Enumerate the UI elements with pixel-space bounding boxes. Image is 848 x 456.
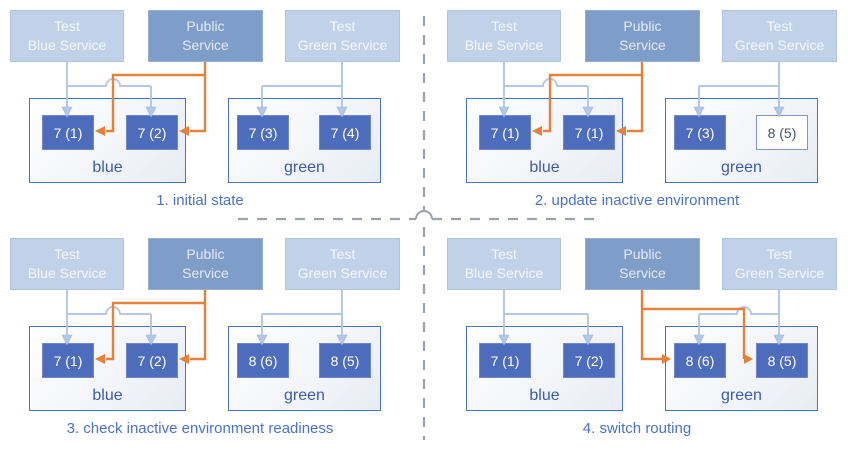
service-label-line: Service [619,37,666,53]
version-node: 7 (3) [674,115,726,150]
version-node: 7 (1) [42,115,94,150]
panel-content: Test Blue Service Public Service Test Gr… [437,228,848,456]
service-label-line: Service [182,37,229,53]
test-green-service-box: Test Green Service [722,238,837,290]
service-label-line: Blue Service [27,265,107,281]
panel-content: Test Blue Service Public Service Test Gr… [0,228,424,456]
green-environment-box: 8 (6) 8 (5) green [665,326,818,411]
environment-label: green [721,159,762,176]
step-caption: 3. check inactive environment readiness [66,420,334,437]
green-environment-box: 7 (3) 8 (5) green [665,98,818,183]
public-service-box: Public Service [148,10,263,62]
test-blue-service-box: Test Blue Service [10,10,124,62]
service-label-line: Public [623,18,662,34]
service-label-line: Public [186,246,225,262]
test-green-service-box: Test Green Service [285,10,400,62]
service-label-line: Service [182,265,229,281]
version-label: 8 (6) [685,352,715,369]
deployment-step-panel-1: Test Blue Service Public Service Test Gr… [0,0,424,228]
green-environment-box: 8 (6) 8 (5) green [228,326,381,411]
service-label-line: Service [619,265,666,281]
test-blue-service-box: Test Blue Service [447,238,561,290]
version-node: 8 (5) [756,115,808,150]
test-blue-service-box: Test Blue Service [447,10,561,62]
version-label: 7 (3) [685,124,715,141]
deployment-step-panel-2: Test Blue Service Public Service Test Gr… [424,0,848,228]
version-label: 7 (1) [53,352,83,369]
service-label-line: Test [54,18,80,34]
service-label-line: Public [623,246,662,262]
public-service-box: Public Service [585,238,700,290]
service-label-line: Test [329,18,356,34]
environment-label: blue [92,159,123,176]
version-label: 7 (1) [490,352,520,369]
panel-content: Test Blue Service Public Service Test Gr… [0,0,424,228]
version-label: 8 (6) [248,352,278,369]
version-node: 7 (4) [319,115,371,150]
version-node: 7 (2) [126,115,178,150]
deployment-step-panel-4: Test Blue Service Public Service Test Gr… [424,228,848,456]
green-environment-box: 7 (3) 7 (4) green [228,98,381,183]
version-node: 7 (1) [563,115,615,150]
test-green-service-box: Test Green Service [285,238,400,290]
version-label: 8 (5) [767,124,797,141]
service-label-line: Blue Service [27,37,107,53]
service-label-line: Green Service [734,37,825,53]
version-label: 7 (2) [137,124,167,141]
public-service-box: Public Service [148,238,263,290]
service-label-line: Test [766,246,793,262]
version-label: 8 (5) [330,352,360,369]
environment-label: green [721,387,762,404]
version-node: 7 (1) [479,343,531,378]
version-node: 7 (1) [479,115,531,150]
version-node: 7 (3) [237,115,289,150]
service-label-line: Test [491,246,517,262]
step-caption: 1. initial state [156,192,244,209]
version-node: 7 (1) [42,343,94,378]
blue-environment-box: 7 (1) 7 (1) blue [466,98,623,183]
version-label: 7 (1) [490,124,520,141]
version-node: 8 (5) [756,343,808,378]
version-label: 7 (3) [248,124,278,141]
blue-environment-box: 7 (1) 7 (2) blue [29,98,186,183]
service-label-line: Green Service [734,265,825,281]
version-label: 7 (2) [137,352,167,369]
service-label-line: Green Service [297,37,388,53]
deployment-step-panel-3: Test Blue Service Public Service Test Gr… [0,228,424,456]
environment-label: green [284,387,325,404]
service-label-line: Blue Service [464,265,544,281]
environment-label: green [284,159,325,176]
environment-label: blue [529,159,560,176]
version-label: 7 (1) [574,124,604,141]
service-label-line: Test [491,18,517,34]
version-node: 8 (6) [237,343,289,378]
test-green-service-box: Test Green Service [722,10,837,62]
blue-environment-box: 7 (1) 7 (2) blue [29,326,186,411]
environment-label: blue [92,387,123,404]
step-caption: 2. update inactive environment [534,192,740,209]
public-service-box: Public Service [585,10,700,62]
version-label: 8 (5) [767,352,797,369]
version-node: 7 (2) [563,343,615,378]
service-label-line: Test [54,246,80,262]
version-node: 8 (5) [319,343,371,378]
step-caption: 4. switch routing [582,420,692,437]
environment-label: blue [529,387,560,404]
service-label-line: Public [186,18,225,34]
service-label-line: Test [766,18,793,34]
version-node: 8 (6) [674,343,726,378]
service-label-line: Green Service [297,265,388,281]
version-label: 7 (2) [574,352,604,369]
blue-environment-box: 7 (1) 7 (2) blue [466,326,623,411]
version-label: 7 (4) [330,124,360,141]
version-node: 7 (2) [126,343,178,378]
service-label-line: Test [329,246,356,262]
service-label-line: Blue Service [464,37,544,53]
test-blue-service-box: Test Blue Service [10,238,124,290]
panel-content: Test Blue Service Public Service Test Gr… [437,0,848,228]
version-label: 7 (1) [53,124,83,141]
